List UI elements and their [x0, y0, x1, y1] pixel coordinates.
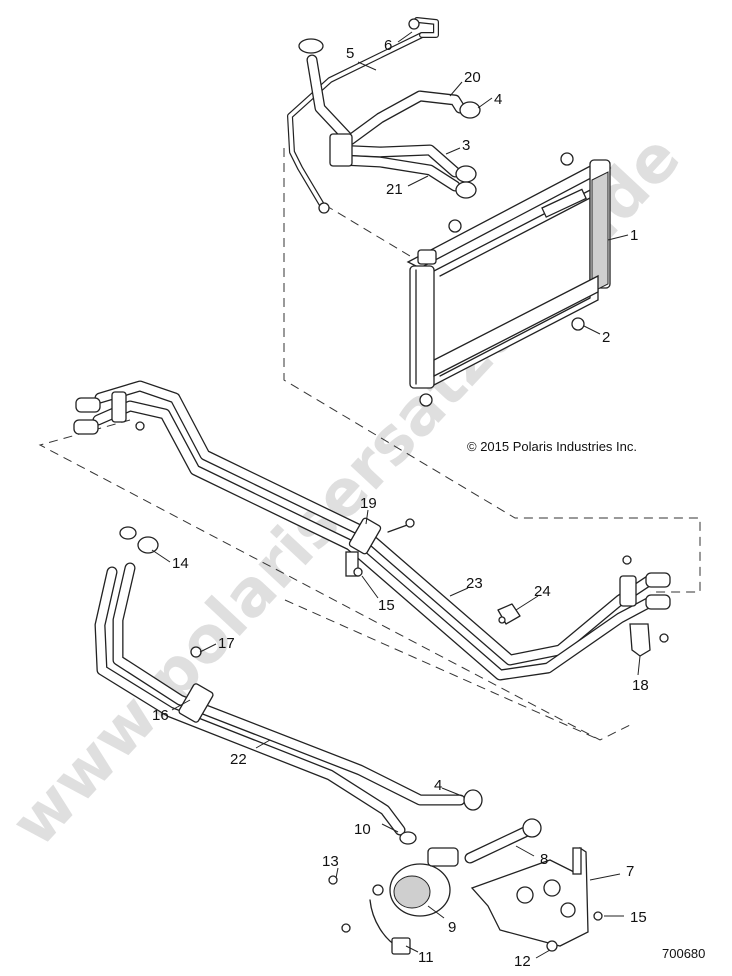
tube-clamp-right [619, 575, 637, 607]
screw-24 [498, 616, 506, 624]
coolant-tube-22 [94, 526, 483, 845]
tube-23-end-left [73, 419, 99, 435]
pump-bracket-7 [470, 846, 589, 947]
callout-1: 1 [630, 227, 638, 244]
radiator-grommet [419, 393, 433, 407]
bolt-head [405, 518, 415, 528]
clamp-14 [137, 536, 159, 554]
pump-outlet [427, 847, 459, 867]
hose-20-inner [307, 55, 465, 145]
callout-5: 5 [346, 45, 354, 62]
pump-hose-8 [464, 818, 542, 864]
callout-10: 10 [354, 821, 371, 838]
callout-24: 24 [534, 583, 551, 600]
fastener-17 [190, 646, 202, 658]
guide-radiator-to-outlet [324, 204, 421, 263]
callout-6: 6 [384, 37, 392, 54]
callout-16: 16 [152, 707, 169, 724]
pump-motor-face [393, 875, 431, 909]
copyright-notice: © 2015 Polaris Industries Inc. [467, 439, 637, 454]
radiator [406, 152, 612, 407]
bracket-hole [516, 886, 534, 904]
hardware [135, 18, 669, 952]
clamp-4-lower [463, 789, 483, 811]
nut-15 [353, 567, 363, 577]
radiator-bottom-rail [433, 274, 599, 378]
hose-10-clamp [399, 831, 417, 845]
bolt-pump [341, 923, 351, 933]
radiator-mount-post [560, 152, 574, 166]
vent-fitting-inner [415, 18, 438, 37]
hose-8-clamp [522, 818, 542, 838]
radiator-left-tank [409, 265, 435, 389]
callout-22: 22 [230, 751, 247, 768]
radiator-grommet [571, 317, 585, 331]
callout-14: 14 [172, 555, 189, 572]
callout-7: 7 [626, 863, 634, 880]
bolt-right [622, 555, 632, 565]
radiator-bracket [541, 188, 587, 218]
callout-21: 21 [386, 181, 403, 198]
bracket-hole [543, 879, 561, 897]
tube-clamp-19 [348, 517, 382, 555]
tube-22a-inner [113, 563, 465, 805]
tube-23-end-right [645, 594, 671, 610]
tube-23-end-right [645, 572, 671, 588]
callout-13: 13 [322, 853, 339, 870]
callout-9: 9 [448, 919, 456, 936]
callout-4-lower: 4 [434, 777, 442, 794]
radiator-cap [298, 38, 324, 54]
upper-hoses [287, 17, 481, 214]
hose-8-inner [465, 827, 530, 863]
nut-18 [659, 633, 669, 643]
callout-15-middle: 15 [378, 597, 395, 614]
callout-4-upper: 4 [494, 91, 502, 108]
radiator-outlet [417, 249, 437, 265]
bolt-15 [593, 911, 603, 921]
figure-number: 700680 [662, 946, 705, 961]
callout-11: 11 [418, 949, 434, 966]
hose-3-inner [330, 145, 460, 177]
bracket-tab [572, 847, 582, 875]
callout-3: 3 [462, 137, 470, 154]
vent-hose-nut [318, 202, 330, 214]
callout-17: 17 [218, 635, 235, 652]
nut-12 [546, 940, 558, 952]
radiator-fin-strip [591, 171, 609, 293]
clamp-4-upper [455, 101, 481, 199]
tube-clamp-left [111, 391, 127, 423]
callout-15-lower: 15 [630, 909, 647, 926]
callout-labels: 5 6 20 4 3 21 1 2 © 2015 Polaris Industr… [152, 37, 705, 970]
callout-8: 8 [540, 851, 548, 868]
tube-clamp-16 [178, 683, 214, 723]
callout-12: 12 [514, 953, 531, 970]
pump-strap-bracket [391, 937, 411, 955]
vent-hose-inner [288, 33, 424, 207]
leader-lines [151, 31, 641, 959]
tube-22b-inner [95, 567, 405, 835]
hose-21-inner [335, 155, 460, 191]
bracket-18 [629, 623, 651, 657]
guide-frame-lower [284, 599, 601, 741]
hose-junction-clamp [329, 133, 353, 167]
bracket-hole [560, 902, 576, 918]
coolant-tube-23 [73, 380, 671, 681]
tube-23-end-left [75, 397, 101, 413]
callout-23: 23 [466, 575, 483, 592]
callout-2: 2 [602, 329, 610, 346]
water-pump [369, 847, 459, 955]
guide-radiator-to-lower-frame [283, 148, 701, 593]
bolt-13 [328, 875, 338, 885]
radiator-mount-post [448, 219, 462, 233]
vent-fitting-6 [408, 18, 420, 30]
clamp-14-open [119, 526, 137, 540]
callout-20: 20 [464, 69, 481, 86]
callout-18: 18 [632, 677, 649, 694]
pump-grommet [372, 884, 384, 896]
bolt-left [135, 421, 145, 431]
callout-19: 19 [360, 495, 377, 512]
